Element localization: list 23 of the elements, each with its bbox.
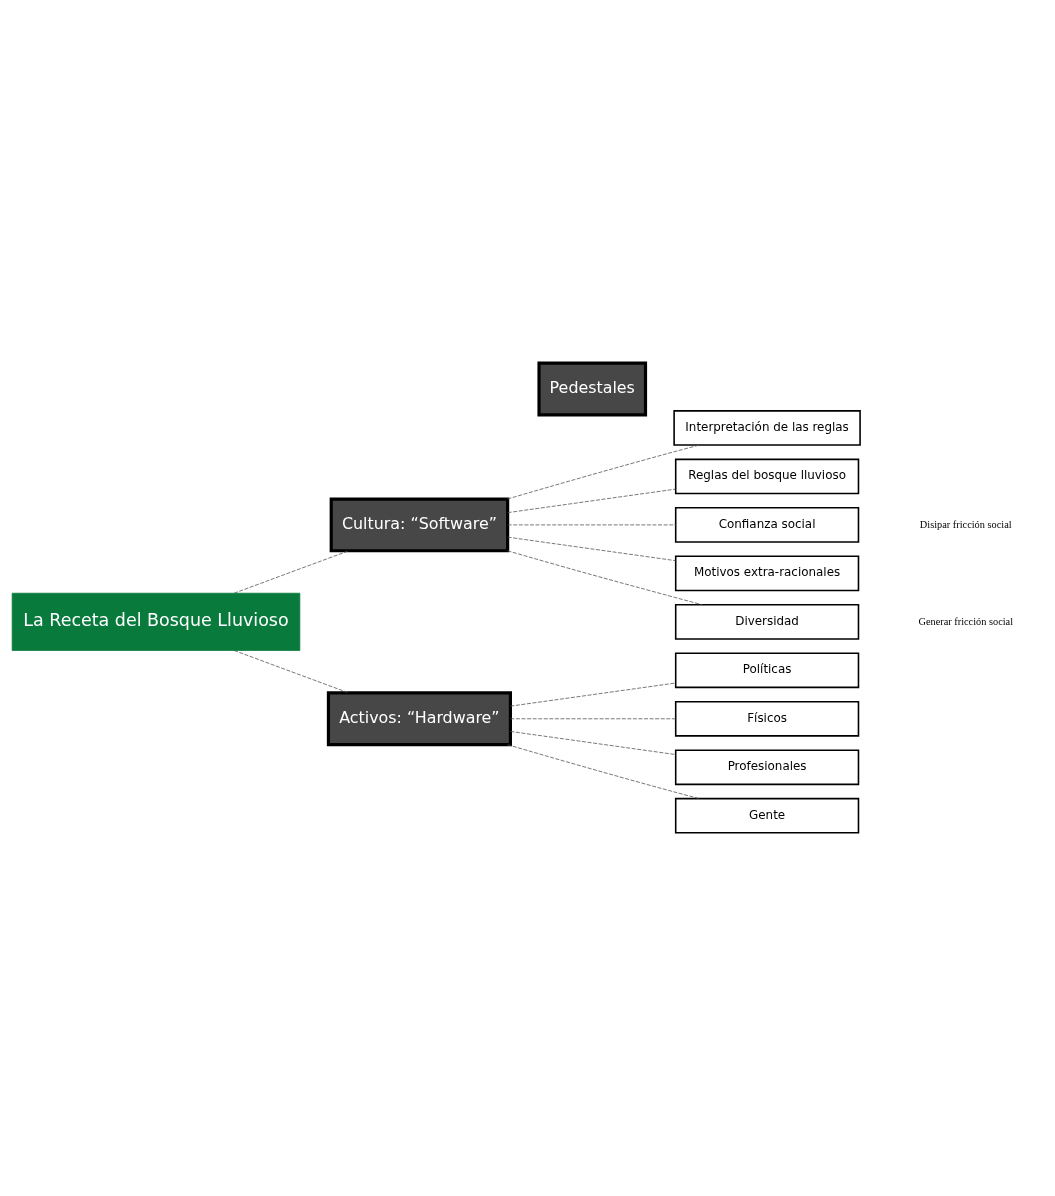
label: Generar fricción social <box>918 615 1014 627</box>
connector <box>510 718 677 720</box>
node-box: Cultura: “Software” <box>329 497 510 553</box>
node-box: Reglas del bosque lluvioso <box>674 458 860 495</box>
connector <box>507 536 676 562</box>
connector <box>507 524 676 526</box>
node-box: Activos: “Hardware” <box>326 691 512 747</box>
label: Disipar fricción social <box>919 518 1012 530</box>
connector <box>507 488 676 514</box>
connector <box>510 731 677 755</box>
node-box: Diversidad <box>674 603 860 640</box>
node-box: Políticas <box>674 652 860 689</box>
connector <box>233 650 350 694</box>
connector <box>233 550 350 594</box>
node-box: Confianza social <box>674 507 860 543</box>
node-box: Gente <box>674 797 860 834</box>
node-box: Profesionales <box>674 749 860 786</box>
node-box: Pedestales <box>537 361 648 417</box>
connector <box>510 682 677 707</box>
node-box: La Receta del Bosque Lluvioso <box>11 592 301 651</box>
node-box: Físicos <box>674 700 860 737</box>
node-box: Motivos extra-racionales <box>674 555 860 592</box>
node-box: Interpretación de las reglas <box>673 410 861 446</box>
